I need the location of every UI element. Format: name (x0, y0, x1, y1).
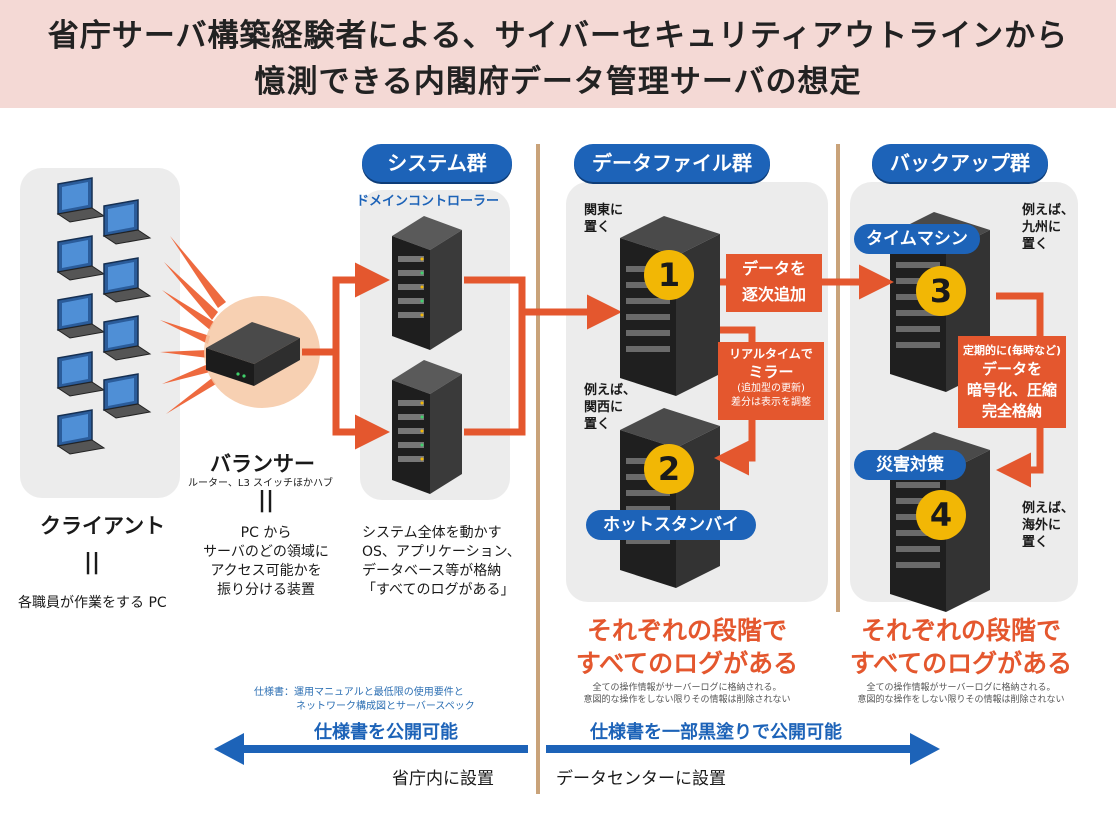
balancer-device-icon (204, 296, 320, 408)
server-rack-icon (392, 360, 462, 494)
time-machine-label: タイムマシン (854, 224, 980, 254)
client-desc: 各職員が作業をする PC (18, 595, 167, 611)
separator-left (536, 144, 540, 794)
section-system: システム群 (362, 144, 512, 182)
laptop-icon (103, 315, 151, 361)
balancer-desc: PC から サーバのどの領域に アクセス可能かを 振り分ける装置 (203, 525, 329, 598)
spec-right-label: 仕様書を一部黒塗りで公開可能 (590, 722, 842, 743)
log-small-backup: 全ての操作情報がサーバーログに格納される。 意図的な操作をしない限りその情報は削… (857, 683, 1065, 705)
hot-standby-label: ホットスタンバイ (586, 510, 756, 540)
client-equals: || (83, 550, 101, 575)
server-4-badge: 4 (916, 490, 966, 540)
laptop-icon (57, 235, 105, 281)
server-1-location: 関東に 置く (584, 203, 624, 235)
location-datacenter: データセンターに設置 (556, 769, 726, 789)
spec-right-arrow (546, 733, 940, 765)
server-1-icon (620, 216, 720, 396)
log-small-datafile: 全ての操作情報がサーバーログに格納される。 意図的な操作をしない限りその情報は削… (583, 683, 791, 705)
balancer-label: バランサー (210, 452, 315, 476)
page-title-line1: 省庁サーバ構築経験者による、サイバーセキュリティアウトラインから (47, 18, 1069, 54)
spec-left-label: 仕様書を公開可能 (314, 722, 458, 743)
spec-left-arrow (214, 733, 528, 765)
section-backup: バックアップ群 (872, 144, 1048, 182)
laptop-icon (57, 293, 105, 339)
system-desc: システム全体を動かす OS、アプリケーション、 データベース等が格納 「すべての… (362, 525, 521, 598)
server-1-badge: 1 (644, 250, 694, 300)
server-4-location: 例えば、 海外に 置く (1022, 501, 1075, 550)
laptop-icon (103, 199, 151, 245)
location-ministry: 省庁内に設置 (392, 769, 494, 789)
laptop-icon (103, 373, 151, 419)
balancer-sub: ルーター、L3 スイッチほかハブ (188, 478, 334, 489)
server-2-icon (620, 408, 720, 588)
flow-arrow-system-datafile (464, 276, 622, 436)
log-note-backup: それぞれの段階で すべてのログがある (849, 616, 1073, 678)
server-rack-icon (392, 216, 462, 350)
section-datafile: データファイル群 (574, 144, 770, 182)
laptop-icon (57, 409, 105, 455)
page-title-line2: 憶測できる内閣府データ管理サーバの想定 (254, 64, 862, 100)
server-2-location: 例えば、 関西に 置く (584, 383, 637, 432)
spec-note-line1: 仕様書：運用マニュアルと最低限の使用要件と (254, 687, 464, 698)
balancer-equals: || (257, 488, 275, 513)
domain-controller-label: ドメインコントローラー (356, 194, 500, 209)
laptop-icon (103, 257, 151, 303)
signal-rays-icon (160, 236, 226, 414)
append-data-box: データを 逐次追加 (726, 254, 822, 312)
mirror-box: リアルタイムで ミラー (追加型の更新) 差分は表示を調整 (718, 342, 824, 420)
spec-note-line2: ネットワーク構成図とサーバースペック (296, 701, 475, 712)
laptop-icon (57, 177, 105, 223)
client-label: クライアント (40, 514, 166, 538)
server-3-location: 例えば、 九州に 置く (1022, 203, 1075, 252)
server-2-badge: 2 (644, 444, 694, 494)
flow-arrow-balancer-system (302, 262, 390, 450)
separator-right (836, 144, 840, 612)
server-3-badge: 3 (916, 266, 966, 316)
log-note-datafile: それぞれの段階で すべてのログがある (575, 616, 799, 678)
header-banner: 省庁サーバ構築経験者による、サイバーセキュリティアウトラインから 憶測できる内閣… (0, 0, 1116, 108)
disaster-recovery-label: 災害対策 (854, 450, 966, 480)
laptop-icon (57, 351, 105, 397)
periodic-backup-box: 定期的に(毎時など) データを 暗号化、圧縮 完全格納 (958, 336, 1066, 428)
